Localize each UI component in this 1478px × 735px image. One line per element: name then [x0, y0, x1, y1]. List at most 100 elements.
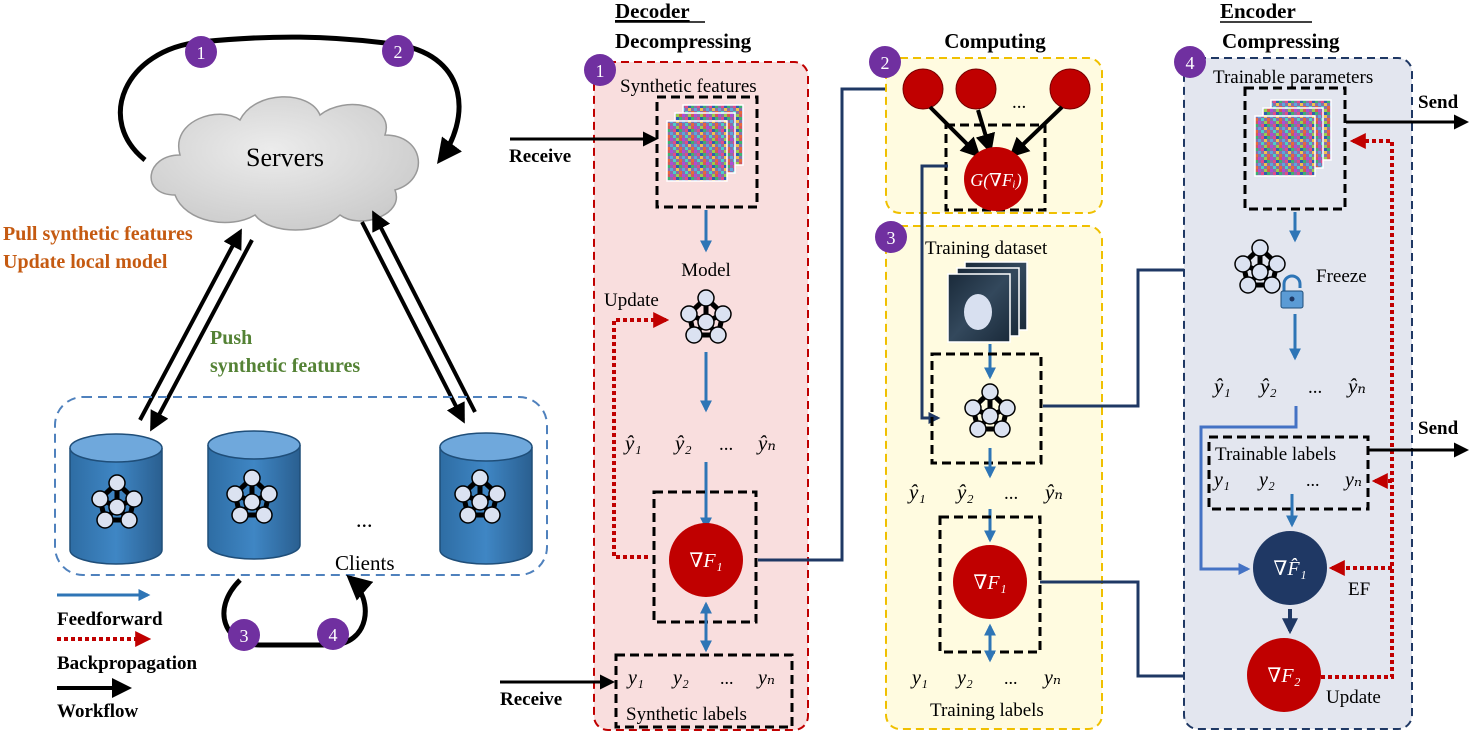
approx-grad-label: ∇F̂₁ — [1273, 557, 1306, 580]
lock-icon — [1280, 274, 1304, 309]
decoder-model-label: Model — [681, 260, 731, 281]
decoder-synthetic-labels: Synthetic labels — [626, 704, 747, 725]
legend-backpropagation: Backpropagation — [57, 653, 198, 674]
decoder-update-arrow — [612, 312, 670, 559]
decoder-subtitle: Decompressing — [615, 29, 752, 53]
client-loop — [221, 574, 374, 648]
encoder-yhat-ellipsis: ... — [1308, 377, 1322, 398]
encoder-grad2-node — [1247, 638, 1321, 712]
pull-label-1: Pull synthetic features — [3, 223, 193, 245]
clients-ellipsis: ... — [356, 507, 373, 532]
badge-computing-3: 3 — [875, 221, 907, 253]
computing-grad-label: ∇F₁ — [973, 572, 1006, 594]
encoder-y-1: y₁ — [1212, 469, 1230, 491]
receive-top-label: Receive — [509, 146, 571, 167]
aggregate-to-model-arrow — [920, 164, 948, 424]
decoder-yhat-n: ŷₙ — [756, 431, 776, 455]
aggregated-grad-node — [964, 147, 1028, 211]
clients-group — [54, 396, 548, 576]
client-db-2 — [207, 430, 301, 560]
freeze-label: Freeze — [1316, 266, 1367, 287]
computing-grad-node — [953, 545, 1027, 619]
badge-encoder-4: 4 — [1174, 46, 1206, 78]
legend: Feedforward Backpropagation Workflow — [57, 589, 198, 722]
decoder-y-2: y₂ — [671, 667, 689, 689]
legend-feedforward: Feedforward — [57, 609, 163, 630]
legend-workflow: Workflow — [57, 701, 139, 722]
decoder-to-computing-arrow — [758, 83, 903, 562]
push-label-1: Push — [210, 327, 252, 349]
computing-yhat-n: ŷₙ — [1043, 480, 1063, 504]
computing-y-ellipsis: ... — [1004, 668, 1018, 688]
servers-label: Servers — [246, 143, 324, 172]
encoder-yhat-2: ŷ₂ — [1258, 374, 1277, 398]
badge-computing-2: 2 — [869, 46, 901, 78]
prediction-to-grad-arrow — [1199, 406, 1298, 575]
encoder-parameter-box — [1243, 86, 1347, 211]
badge-decoder-1: 1 — [584, 54, 616, 86]
badge-left-3: 3 — [228, 619, 260, 651]
encoder-grad2-label: ∇F₂ — [1267, 665, 1300, 687]
encoder-y-2: y₂ — [1257, 469, 1275, 491]
decoder-yhat-1: ŷ₁ — [623, 431, 642, 455]
svg-text:2: 2 — [394, 42, 403, 62]
encoder-update-label: Update — [1326, 687, 1381, 708]
send-mid-label: Send — [1418, 418, 1459, 439]
computing-yhat-2: ŷ₂ — [955, 480, 974, 504]
decoder-y-1: y₁ — [626, 667, 644, 689]
client-grad-node-2 — [955, 68, 997, 110]
svg-text:4: 4 — [1186, 53, 1195, 73]
encoder-panel — [1183, 57, 1413, 730]
server-client-arrows — [138, 210, 477, 432]
svg-text:1: 1 — [197, 43, 206, 63]
encoder-parameter-image — [1254, 99, 1332, 177]
client-db-3 — [439, 432, 533, 565]
decoder-feature-image — [666, 104, 744, 182]
client-grad-node-1 — [902, 68, 944, 110]
encoder-yhat-n: ŷₙ — [1346, 374, 1366, 398]
client-grad-node-n — [1049, 68, 1091, 110]
svg-text:3: 3 — [887, 228, 896, 248]
encoder-title: Encoder — [1220, 0, 1296, 23]
send-top-label: Send — [1418, 92, 1459, 113]
computing-node-ellipsis: ... — [1012, 92, 1026, 113]
decoder-labels-box — [614, 653, 794, 729]
computing-model-box — [930, 352, 1043, 465]
svg-text:4: 4 — [329, 625, 338, 645]
computing-yhat-1: ŷ₁ — [907, 480, 926, 504]
decoder-update-label: Update — [604, 290, 659, 311]
decoder-y-ellipsis: ... — [720, 668, 734, 688]
encoder-y-n: yₙ — [1343, 469, 1362, 491]
decoder-synthetic-features-label: Synthetic features — [620, 76, 757, 97]
ef-label: EF — [1348, 579, 1370, 600]
badge-left-1: 1 — [185, 36, 217, 68]
decoder-feature-box — [655, 95, 759, 209]
aggregated-grad-label: G(∇Fᵢ) — [970, 170, 1021, 191]
svg-text:3: 3 — [240, 626, 249, 646]
computing-y-2: y₂ — [955, 667, 973, 689]
svg-text:2: 2 — [881, 53, 890, 73]
trainable-labels-label: Trainable labels — [1215, 444, 1336, 465]
computing-y-n: yₙ — [1042, 667, 1061, 689]
training-labels: Training labels — [930, 700, 1044, 721]
client-db-1 — [69, 433, 163, 565]
servers-cloud — [150, 96, 420, 231]
computing-yhat-ellipsis: ... — [1004, 483, 1018, 504]
approx-grad-node — [1253, 531, 1327, 605]
server-loop — [117, 34, 462, 165]
pull-label-2: Update local model — [3, 251, 168, 273]
encoder-subtitle: Compressing — [1222, 29, 1340, 53]
decoder-yhat-ellipsis: ... — [719, 434, 733, 455]
push-label-2: synthetic features — [210, 355, 360, 377]
trainable-labels-box — [1207, 435, 1370, 511]
computing-y-1: y₁ — [910, 667, 928, 689]
badge-left-4: 4 — [317, 618, 349, 650]
decoder-y-n: yₙ — [756, 667, 775, 689]
encoder-yhat-1: ŷ₁ — [1212, 374, 1231, 398]
clients-label: Clients — [335, 551, 395, 575]
encoder-y-ellipsis: ... — [1306, 470, 1320, 490]
decoder-grad-node — [669, 523, 743, 597]
receive-bottom-label: Receive — [500, 689, 562, 710]
svg-text:1: 1 — [596, 61, 605, 81]
